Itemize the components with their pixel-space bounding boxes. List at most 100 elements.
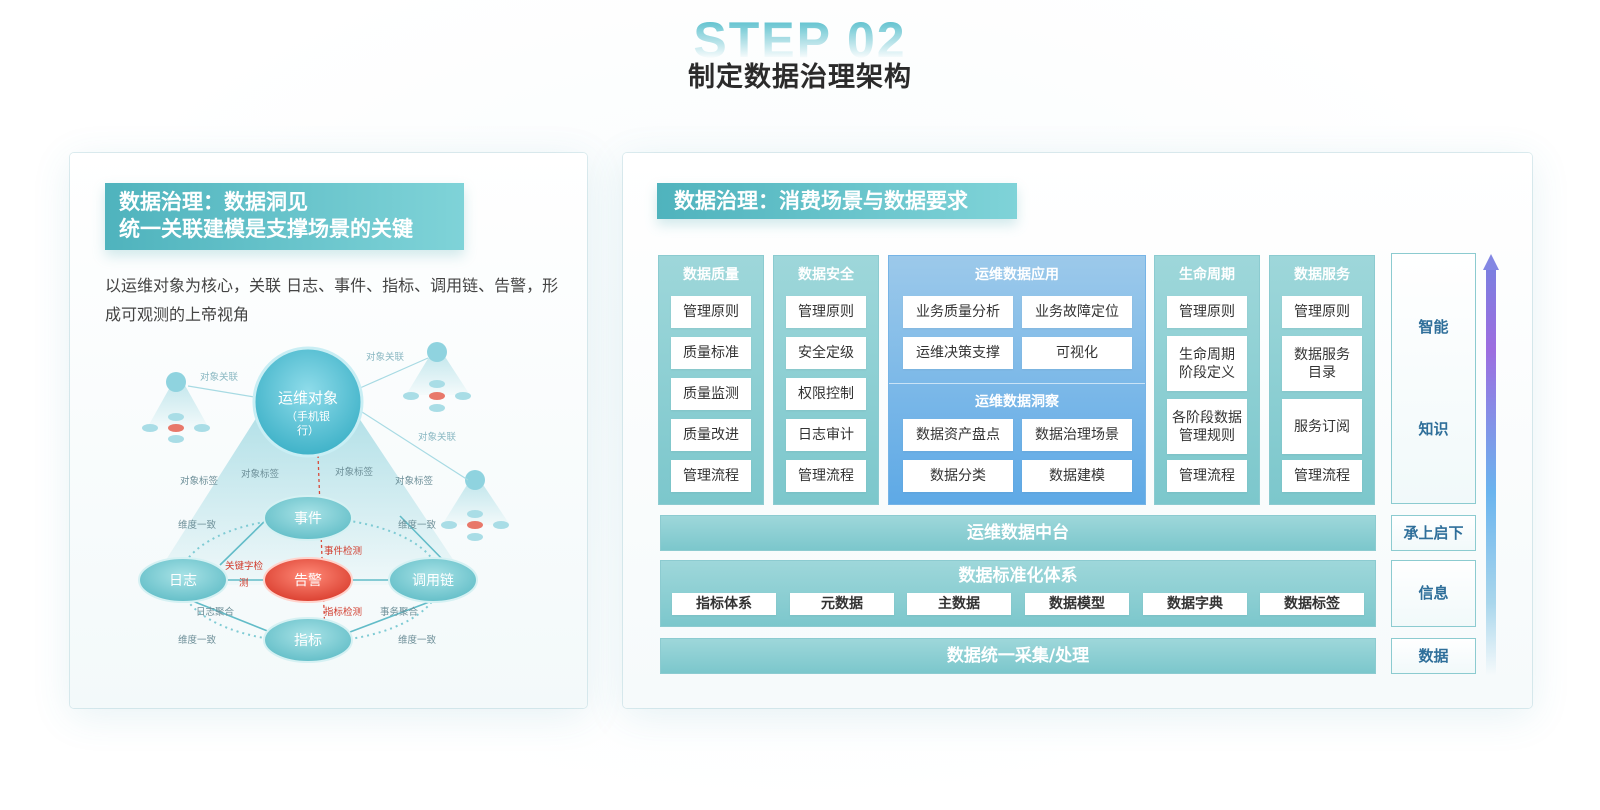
left-banner-line2: 统一关联建模是支撑场景的关键 bbox=[119, 217, 413, 241]
standard-system-title: 数据标准化体系 bbox=[958, 566, 1078, 586]
observability-diagram: 运维对象 （手机银 行） 事件 日志 告警 调用链 指标 对象关联 对象关联 对… bbox=[138, 342, 510, 663]
standard-item: 主数据 bbox=[907, 593, 1011, 615]
level-data: 数据 bbox=[1391, 638, 1476, 674]
column-title: 生命周期 bbox=[1179, 267, 1235, 283]
metric-detect-label: 指标检测 bbox=[324, 606, 362, 618]
column-item: 可视化 bbox=[1022, 337, 1132, 369]
column-item: 管理原则 bbox=[1282, 296, 1362, 328]
dimension-label: 维度一致 bbox=[398, 519, 437, 531]
column-item: 业务质量分析 bbox=[903, 296, 1013, 328]
upward-arrow-shaft bbox=[1486, 268, 1496, 676]
standard-item: 数据字典 bbox=[1143, 593, 1247, 615]
ops-data-middle-platform: 运维数据中台 bbox=[660, 515, 1376, 551]
object-tag-label: 对象标签 bbox=[335, 466, 374, 478]
object-relation-label: 对象关联 bbox=[418, 431, 457, 443]
alarm-trace-line bbox=[317, 454, 326, 636]
column-item: 安全定级 bbox=[786, 337, 866, 369]
trace-label: 调用链 bbox=[412, 573, 454, 589]
column-item: 管理流程 bbox=[786, 460, 866, 492]
column-item: 数据分类 bbox=[903, 460, 1013, 492]
satellite-top-right bbox=[403, 342, 471, 412]
right-banner: 数据治理：消费场景与数据要求 bbox=[657, 183, 1017, 219]
satellite-left bbox=[142, 372, 210, 443]
standard-item: 数据标签 bbox=[1260, 593, 1364, 615]
left-description: 以运维对象为核心，关联 日志、事件、指标、调用链、告警，形成可观测的上帝视角 bbox=[105, 276, 559, 324]
column-item: 数据治理场景 bbox=[1022, 419, 1132, 451]
object-relation-label: 对象关联 bbox=[366, 351, 405, 363]
event-node bbox=[263, 495, 353, 541]
relation-lines bbox=[187, 357, 469, 481]
metric-node bbox=[263, 617, 353, 663]
section-divider bbox=[889, 383, 1145, 384]
object-relation-label: 对象关联 bbox=[200, 371, 239, 383]
log-label: 日志 bbox=[169, 573, 197, 589]
column-item: 数据服务目录 bbox=[1282, 336, 1362, 391]
column-item: 数据资产盘点 bbox=[903, 419, 1013, 451]
column-item: 质量监测 bbox=[671, 378, 751, 410]
standard-item: 指标体系 bbox=[672, 593, 776, 615]
level-smart-label: 智能 bbox=[1418, 318, 1449, 336]
keyword-detect-label: 测 bbox=[239, 578, 249, 589]
column-item: 各阶段数据管理规则 bbox=[1167, 399, 1247, 454]
dimension-label: 维度一致 bbox=[178, 634, 217, 646]
column-item: 管理流程 bbox=[1167, 460, 1247, 492]
section-title-ops-insight: 运维数据洞察 bbox=[975, 394, 1059, 410]
column-item: 生命周期阶段定义 bbox=[1167, 336, 1247, 391]
column-item: 管理原则 bbox=[1167, 296, 1247, 328]
standard-item: 元数据 bbox=[790, 593, 894, 615]
object-tag-label: 对象标签 bbox=[241, 468, 280, 480]
alarm-node bbox=[263, 557, 353, 603]
object-tag-label: 对象标签 bbox=[180, 475, 219, 487]
dimension-label: 维度一致 bbox=[178, 519, 217, 531]
page-title: 制定数据治理架构 bbox=[688, 62, 912, 93]
column-ops-data-application: 运维数据应用 业务质量分析 业务故障定位 运维决策支撑 可视化 运维数据洞察 数… bbox=[888, 255, 1146, 505]
column-title: 数据质量 bbox=[683, 267, 739, 283]
level-information: 信息 bbox=[1391, 560, 1476, 627]
center-sub-label-1: （手机银 bbox=[286, 409, 330, 423]
dimension-label: 维度一致 bbox=[398, 634, 437, 646]
data-standardization-system: 数据标准化体系 指标体系 元数据 主数据 数据模型 数据字典 数据标签 bbox=[660, 560, 1376, 627]
center-node bbox=[252, 346, 364, 458]
alarm-label: 告警 bbox=[294, 573, 322, 589]
column-data-quality: 数据质量 管理原则 质量标准 质量监测 质量改进 管理流程 bbox=[658, 255, 764, 505]
column-item: 权限控制 bbox=[786, 378, 866, 410]
column-item: 管理流程 bbox=[671, 460, 751, 492]
column-title: 数据安全 bbox=[798, 267, 854, 283]
event-label: 事件 bbox=[294, 511, 322, 527]
column-item: 质量改进 bbox=[671, 419, 751, 451]
metric-label: 指标 bbox=[294, 633, 322, 649]
object-tag-label: 对象标签 bbox=[395, 475, 434, 487]
step-number: STEP 02 bbox=[693, 12, 907, 68]
column-item: 业务故障定位 bbox=[1022, 296, 1132, 328]
column-title: 数据服务 bbox=[1294, 267, 1350, 283]
log-aggregation-label: 日志聚合 bbox=[196, 606, 235, 618]
level-bridge: 承上启下 bbox=[1391, 515, 1476, 551]
business-aggregation-label: 事务聚合 bbox=[380, 606, 419, 618]
data-collection-processing: 数据统一采集/处理 bbox=[660, 638, 1376, 674]
column-item: 质量标准 bbox=[671, 337, 751, 369]
column-item: 运维决策支撑 bbox=[903, 337, 1013, 369]
keyword-detect-label: 关键字检 bbox=[225, 560, 264, 572]
level-knowledge-label: 知识 bbox=[1418, 420, 1449, 438]
standard-item: 数据模型 bbox=[1025, 593, 1129, 615]
column-item: 服务订阅 bbox=[1282, 399, 1362, 454]
column-data-service: 数据服务 管理原则 数据服务目录 服务订阅 管理流程 bbox=[1269, 255, 1375, 505]
column-data-security: 数据安全 管理原则 安全定级 权限控制 日志审计 管理流程 bbox=[773, 255, 879, 505]
column-title: 运维数据应用 bbox=[975, 267, 1059, 283]
upward-arrow-icon bbox=[1483, 254, 1499, 270]
left-banner: 数据治理：数据洞见 统一关联建模是支撑场景的关键 bbox=[105, 183, 464, 250]
left-banner-line1: 数据治理：数据洞见 bbox=[119, 190, 308, 214]
column-lifecycle: 生命周期 管理原则 生命周期阶段定义 各阶段数据管理规则 管理流程 bbox=[1154, 255, 1260, 505]
column-item: 日志审计 bbox=[786, 419, 866, 451]
trace-node bbox=[388, 557, 478, 603]
column-item: 管理流程 bbox=[1282, 460, 1362, 492]
level-intelligence-knowledge: 智能 知识 bbox=[1391, 253, 1476, 504]
event-detect-label: 事件检测 bbox=[324, 545, 362, 557]
column-item: 管理原则 bbox=[786, 296, 866, 328]
center-label: 运维对象 bbox=[278, 389, 338, 407]
column-item: 数据建模 bbox=[1022, 460, 1132, 492]
column-item: 管理原则 bbox=[671, 296, 751, 328]
log-node bbox=[138, 557, 228, 603]
satellite-right bbox=[441, 470, 510, 541]
center-sub-label-2: 行） bbox=[297, 424, 319, 437]
